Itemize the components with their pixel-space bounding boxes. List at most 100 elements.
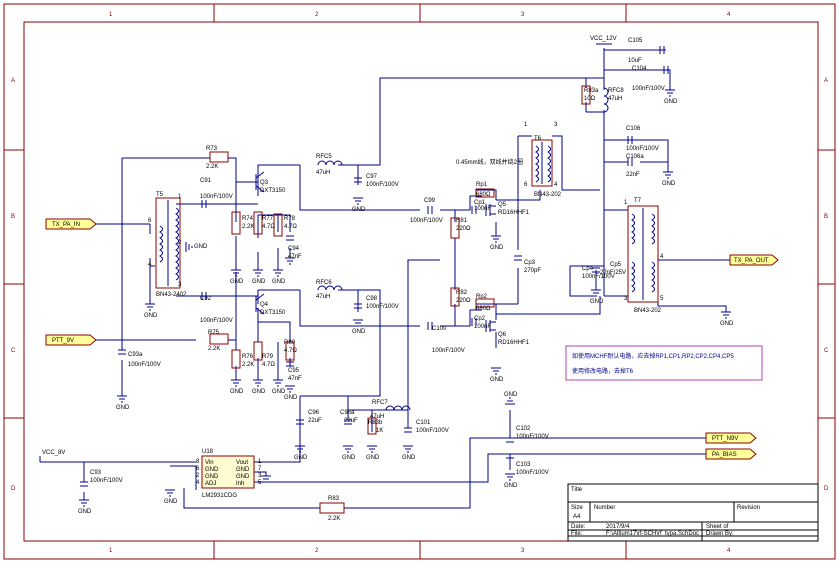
note-box-line1: 如使用MCHF耐认电路，应去掉RP1,CP1,RP2,CP2,CP4,CP5 <box>572 352 734 360</box>
r82-ref: R82 <box>456 290 468 296</box>
port-ptt-9v-label: PTT_9V <box>52 338 74 344</box>
c106a-value: 22nF <box>626 172 640 178</box>
t7-pin-5: 5 <box>660 296 664 302</box>
q3-ref: Q3 <box>260 180 269 186</box>
c104-ref: C104 <box>632 66 647 72</box>
labels: TX_PA_IN PTT_9V TX_PA_OUT PTT_N9V PA_BIA… <box>42 36 769 537</box>
title-block-revision-label: Revision <box>737 505 760 511</box>
port-tx-pa-out <box>729 254 779 266</box>
q3-part: DXT3150 <box>260 188 286 194</box>
c96-value: 22uF <box>308 418 322 424</box>
t5-pin-3: 3 <box>178 282 182 288</box>
note-box <box>565 345 763 381</box>
rfc7-value: 47uH <box>370 414 384 420</box>
port-ptt-n9v <box>705 432 757 444</box>
u18-pinnum-5: 5 <box>258 480 262 486</box>
c91-value: 100nF/100V <box>200 194 233 200</box>
port-tx-pa-in-label: TX_PA_IN <box>52 222 80 228</box>
gnd-inline-label: GND <box>194 244 208 250</box>
col-label-3-top: 3 <box>521 12 525 18</box>
c102-value: 100nF/100V <box>516 434 549 440</box>
col-label-3-bottom: 3 <box>521 548 525 554</box>
gnd-label-t5: GND <box>144 313 158 319</box>
t5-pin-6: 6 <box>148 218 152 224</box>
port-ptt-n9v-label: PTT_N9V <box>712 436 738 442</box>
wires <box>40 48 730 509</box>
c101-value: 100nF/100V <box>416 428 449 434</box>
title-block-sheet-of: Sheet of <box>706 524 729 530</box>
gnd-label-r76: GND <box>230 389 244 395</box>
title-block-date-label: Date: <box>571 524 586 530</box>
u18-pinnum-1: 1 <box>258 459 262 465</box>
u18-pin-gnd-l1: GND <box>205 467 219 473</box>
r73-ref: R73 <box>206 146 218 152</box>
cp4-value: 100nF/100V <box>582 274 615 280</box>
u18-pin-vin: Vin <box>205 460 214 466</box>
c102-ref: C102 <box>516 426 531 432</box>
gnd-label-r77: GND <box>252 279 266 285</box>
gnd-label-r74: GND <box>230 279 244 285</box>
title-block-title-label: Title <box>571 487 583 493</box>
col-label-4-bottom: 4 <box>727 548 731 554</box>
r73-value: 2.2K <box>206 164 218 170</box>
row-label-c-right: C <box>824 348 829 354</box>
vcc-8v-label: VCC_8V <box>42 450 65 456</box>
row-label-a-left: A <box>11 78 15 84</box>
u18-pin-adj: ADJ <box>205 481 216 487</box>
gnd-label-r83b: GND <box>366 455 380 461</box>
gnd-label-c97: GND <box>352 207 366 213</box>
t5-pin-4: 4 <box>148 262 152 268</box>
t7-part: BN43-202 <box>634 308 662 314</box>
rfc8-inductor <box>603 87 609 113</box>
gnd-label-c96: GND <box>294 455 308 461</box>
r83a-ref: R83a <box>584 88 599 94</box>
q4-part: DXT3150 <box>260 310 286 316</box>
r81-ref: R81 <box>456 218 468 224</box>
c105-value: 10uF <box>628 58 642 64</box>
rp2-value: 680Ω <box>476 306 491 312</box>
c101-ref: C101 <box>416 420 431 426</box>
gnd-label-c95: GND <box>284 395 298 401</box>
cp4-ref: Cp4 <box>582 266 594 272</box>
rfc8-ref: RFC8 <box>608 88 624 94</box>
gnd-label-c93: GND <box>78 509 92 515</box>
rp1-resistor <box>475 188 495 198</box>
c93-ref: C93 <box>90 470 102 476</box>
col-label-4-top: 4 <box>727 12 731 18</box>
t6-winding-note: 0.45mm线，双线并绕2圈 <box>456 158 523 166</box>
gnd-label-c101: GND <box>402 455 416 461</box>
title-block-file-label: File: <box>571 531 583 537</box>
gnd-label-r78: GND <box>272 279 286 285</box>
col-label-1-bottom: 1 <box>109 548 113 554</box>
port-tx-pa-out-label: TX_PA_OUT <box>734 258 769 264</box>
cp2-value: 100nF <box>474 324 491 330</box>
r83-resistor <box>319 502 345 514</box>
row-label-a-right: A <box>824 78 828 84</box>
u18-ref: U18 <box>202 449 214 455</box>
t6-pin-6: 6 <box>524 182 528 188</box>
gnd-label-c104: GND <box>664 99 678 105</box>
r75-value: 2.2K <box>208 346 220 352</box>
c96a-ref: C96a <box>340 410 355 416</box>
r80-resistor <box>285 341 295 361</box>
c106a-ref: C106a <box>626 154 644 160</box>
r81-value: 220Ω <box>456 226 471 232</box>
rfc8-value: 47uH <box>608 96 622 102</box>
c104-value: 100nF/100V <box>632 86 665 92</box>
gnd-label-c102: GND <box>504 392 518 398</box>
r79-ref: R79 <box>262 354 274 360</box>
rfc6-inductor <box>317 285 343 291</box>
row-label-b-right: B <box>824 214 828 220</box>
t5-part: BN43-2402 <box>156 292 187 298</box>
title-block-size-label: Size <box>571 505 583 511</box>
row-label-b-left: B <box>11 214 15 220</box>
gnd-label-c93a: GND <box>116 405 130 411</box>
r80-value: 4.7Ω <box>284 348 297 354</box>
port-pa-bias-label: PA_BIAS <box>712 452 737 458</box>
q5-part: RD16HHF1 <box>498 210 530 216</box>
gnd-label-r79: GND <box>252 389 266 395</box>
c100-value: 100nF/100V <box>432 348 465 354</box>
rp2-resistor <box>475 298 495 308</box>
r75-ref: R75 <box>208 330 220 336</box>
